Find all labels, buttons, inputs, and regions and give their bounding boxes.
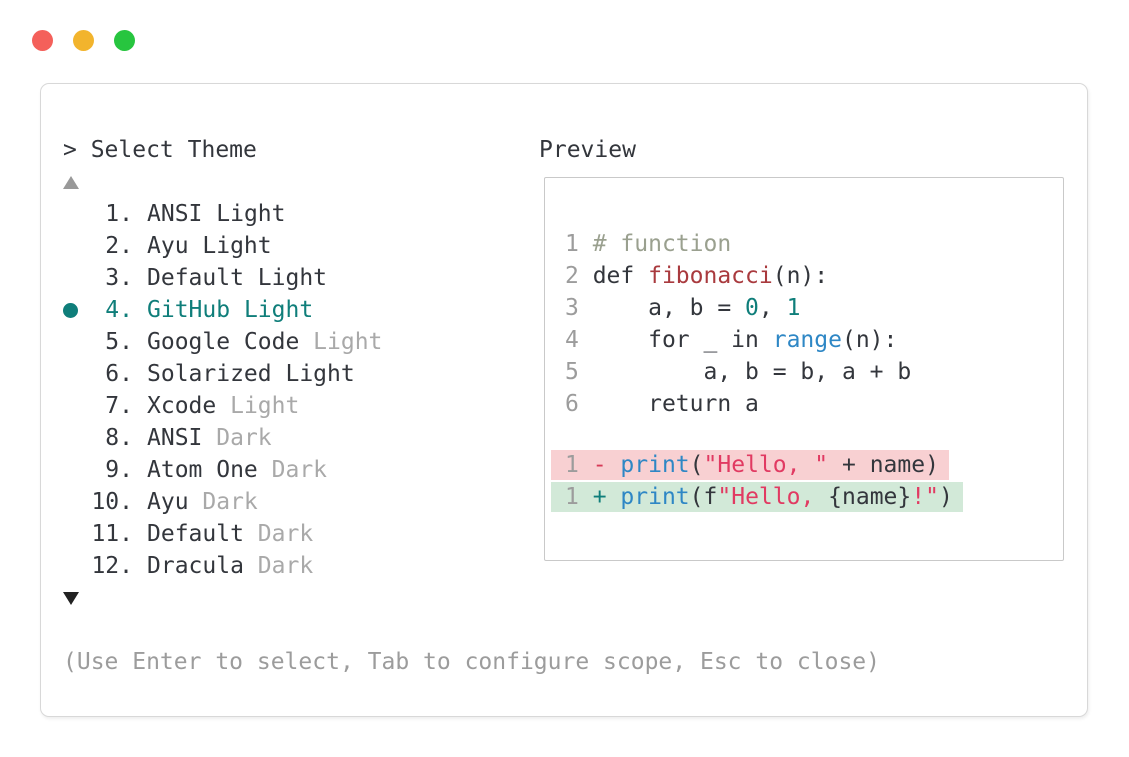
theme-item-label: Ayu Light (147, 233, 272, 259)
theme-item-number: 5. (105, 329, 133, 355)
code-line: 6 return a (565, 391, 759, 417)
theme-item-label: ANSI Light (147, 201, 286, 227)
line-number: 1 (565, 484, 593, 510)
line-number: 1 (565, 231, 593, 257)
spacer-line (63, 614, 880, 646)
diff-line-added: 1 + print(f"Hello, {name}!") (551, 482, 963, 512)
theme-item-ayu-light[interactable]: 2. Ayu Light (63, 230, 880, 262)
theme-item-label: Ayu Dark (147, 489, 258, 515)
theme-item-number: 12. (91, 553, 133, 579)
picker-title: > Select Theme (63, 137, 257, 163)
theme-item-label: Solarized Light (147, 361, 355, 387)
theme-item-solarized-light[interactable]: 6. Solarized Light (63, 358, 880, 390)
theme-item-number: 10. (91, 489, 133, 515)
code-block: 1 # function 2 def fibonacci(n): 3 a, b = … (545, 228, 1063, 420)
scroll-up-indicator[interactable] (63, 166, 880, 198)
line-number: 4 (565, 327, 593, 353)
theme-item-label: Google Code Light (147, 329, 383, 355)
theme-item-ansi-dark[interactable]: 8. ANSI Dark (63, 422, 880, 454)
scroll-down-indicator[interactable] (63, 582, 880, 614)
theme-item-number: 2. (105, 233, 133, 259)
theme-item-number: 1. (105, 201, 133, 227)
theme-item-label: Dracula Dark (147, 553, 314, 579)
triangle-up-icon (63, 175, 79, 189)
theme-item-default-dark[interactable]: 11. Default Dark (63, 518, 880, 550)
diff-block: 1 - print("Hello, " + name)1 + print(f"H… (545, 450, 1063, 512)
keyboard-hint: (Use Enter to select, Tab to configure s… (63, 649, 880, 675)
theme-item-number: 4. (105, 297, 133, 323)
line-number: 6 (565, 391, 593, 417)
theme-item-ayu-dark[interactable]: 10. Ayu Dark (63, 486, 880, 518)
theme-item-number: 3. (105, 265, 133, 291)
theme-item-ansi-light[interactable]: 1. ANSI Light (63, 198, 880, 230)
line-number: 5 (565, 359, 593, 385)
theme-item-label: GitHub Light (147, 297, 314, 323)
selected-bullet-icon (63, 302, 91, 318)
traffic-lights (32, 30, 135, 51)
theme-list: 1. ANSI Light 2. Ayu Light 3. Default Light 4.… (63, 198, 880, 582)
triangle-down-icon (63, 591, 79, 605)
theme-item-default-light[interactable]: 3. Default Light (63, 262, 880, 294)
code-line: 1 # function (565, 231, 732, 257)
theme-item-number: 9. (105, 457, 133, 483)
theme-item-dracula-dark[interactable]: 12. Dracula Dark (63, 550, 880, 582)
theme-item-xcode-light[interactable]: 7. Xcode Light (63, 390, 880, 422)
line-number: 1 (565, 452, 593, 478)
theme-item-label: Default Dark (147, 521, 314, 547)
minimize-button[interactable] (73, 30, 94, 51)
theme-item-label: Default Light (147, 265, 328, 291)
theme-item-number: 6. (105, 361, 133, 387)
theme-item-number: 7. (105, 393, 133, 419)
theme-item-atom-one-dark[interactable]: 9. Atom One Dark (63, 454, 880, 486)
theme-item-number: 8. (105, 425, 133, 451)
theme-item-github-light[interactable]: 4. GitHub Light (63, 294, 880, 326)
preview-pane: 1 # function 2 def fibonacci(n): 3 a, b = … (544, 177, 1064, 561)
close-button[interactable] (32, 30, 53, 51)
code-line: 5 a, b = b, a + b (565, 359, 912, 385)
theme-picker-window: > Select Theme 1. ANSI Light 2. Ayu Light 3.… (40, 83, 1088, 717)
theme-item-google-code-light[interactable]: 5. Google Code Light (63, 326, 880, 358)
theme-item-label: Xcode Light (147, 393, 300, 419)
zoom-button[interactable] (114, 30, 135, 51)
line-number: 2 (565, 263, 593, 289)
code-line: 3 a, b = 0, 1 (565, 295, 801, 321)
theme-item-label: ANSI Dark (147, 425, 272, 451)
code-line: 2 def fibonacci(n): (565, 263, 829, 289)
preview-label: Preview (539, 137, 636, 163)
theme-picker-panel: > Select Theme 1. ANSI Light 2. Ayu Light 3.… (63, 134, 880, 678)
theme-item-label: Atom One Dark (147, 457, 328, 483)
code-line: 4 for _ in range(n): (565, 327, 898, 353)
line-number: 3 (565, 295, 593, 321)
diff-line-removed: 1 - print("Hello, " + name) (551, 450, 949, 480)
theme-item-number: 11. (91, 521, 133, 547)
